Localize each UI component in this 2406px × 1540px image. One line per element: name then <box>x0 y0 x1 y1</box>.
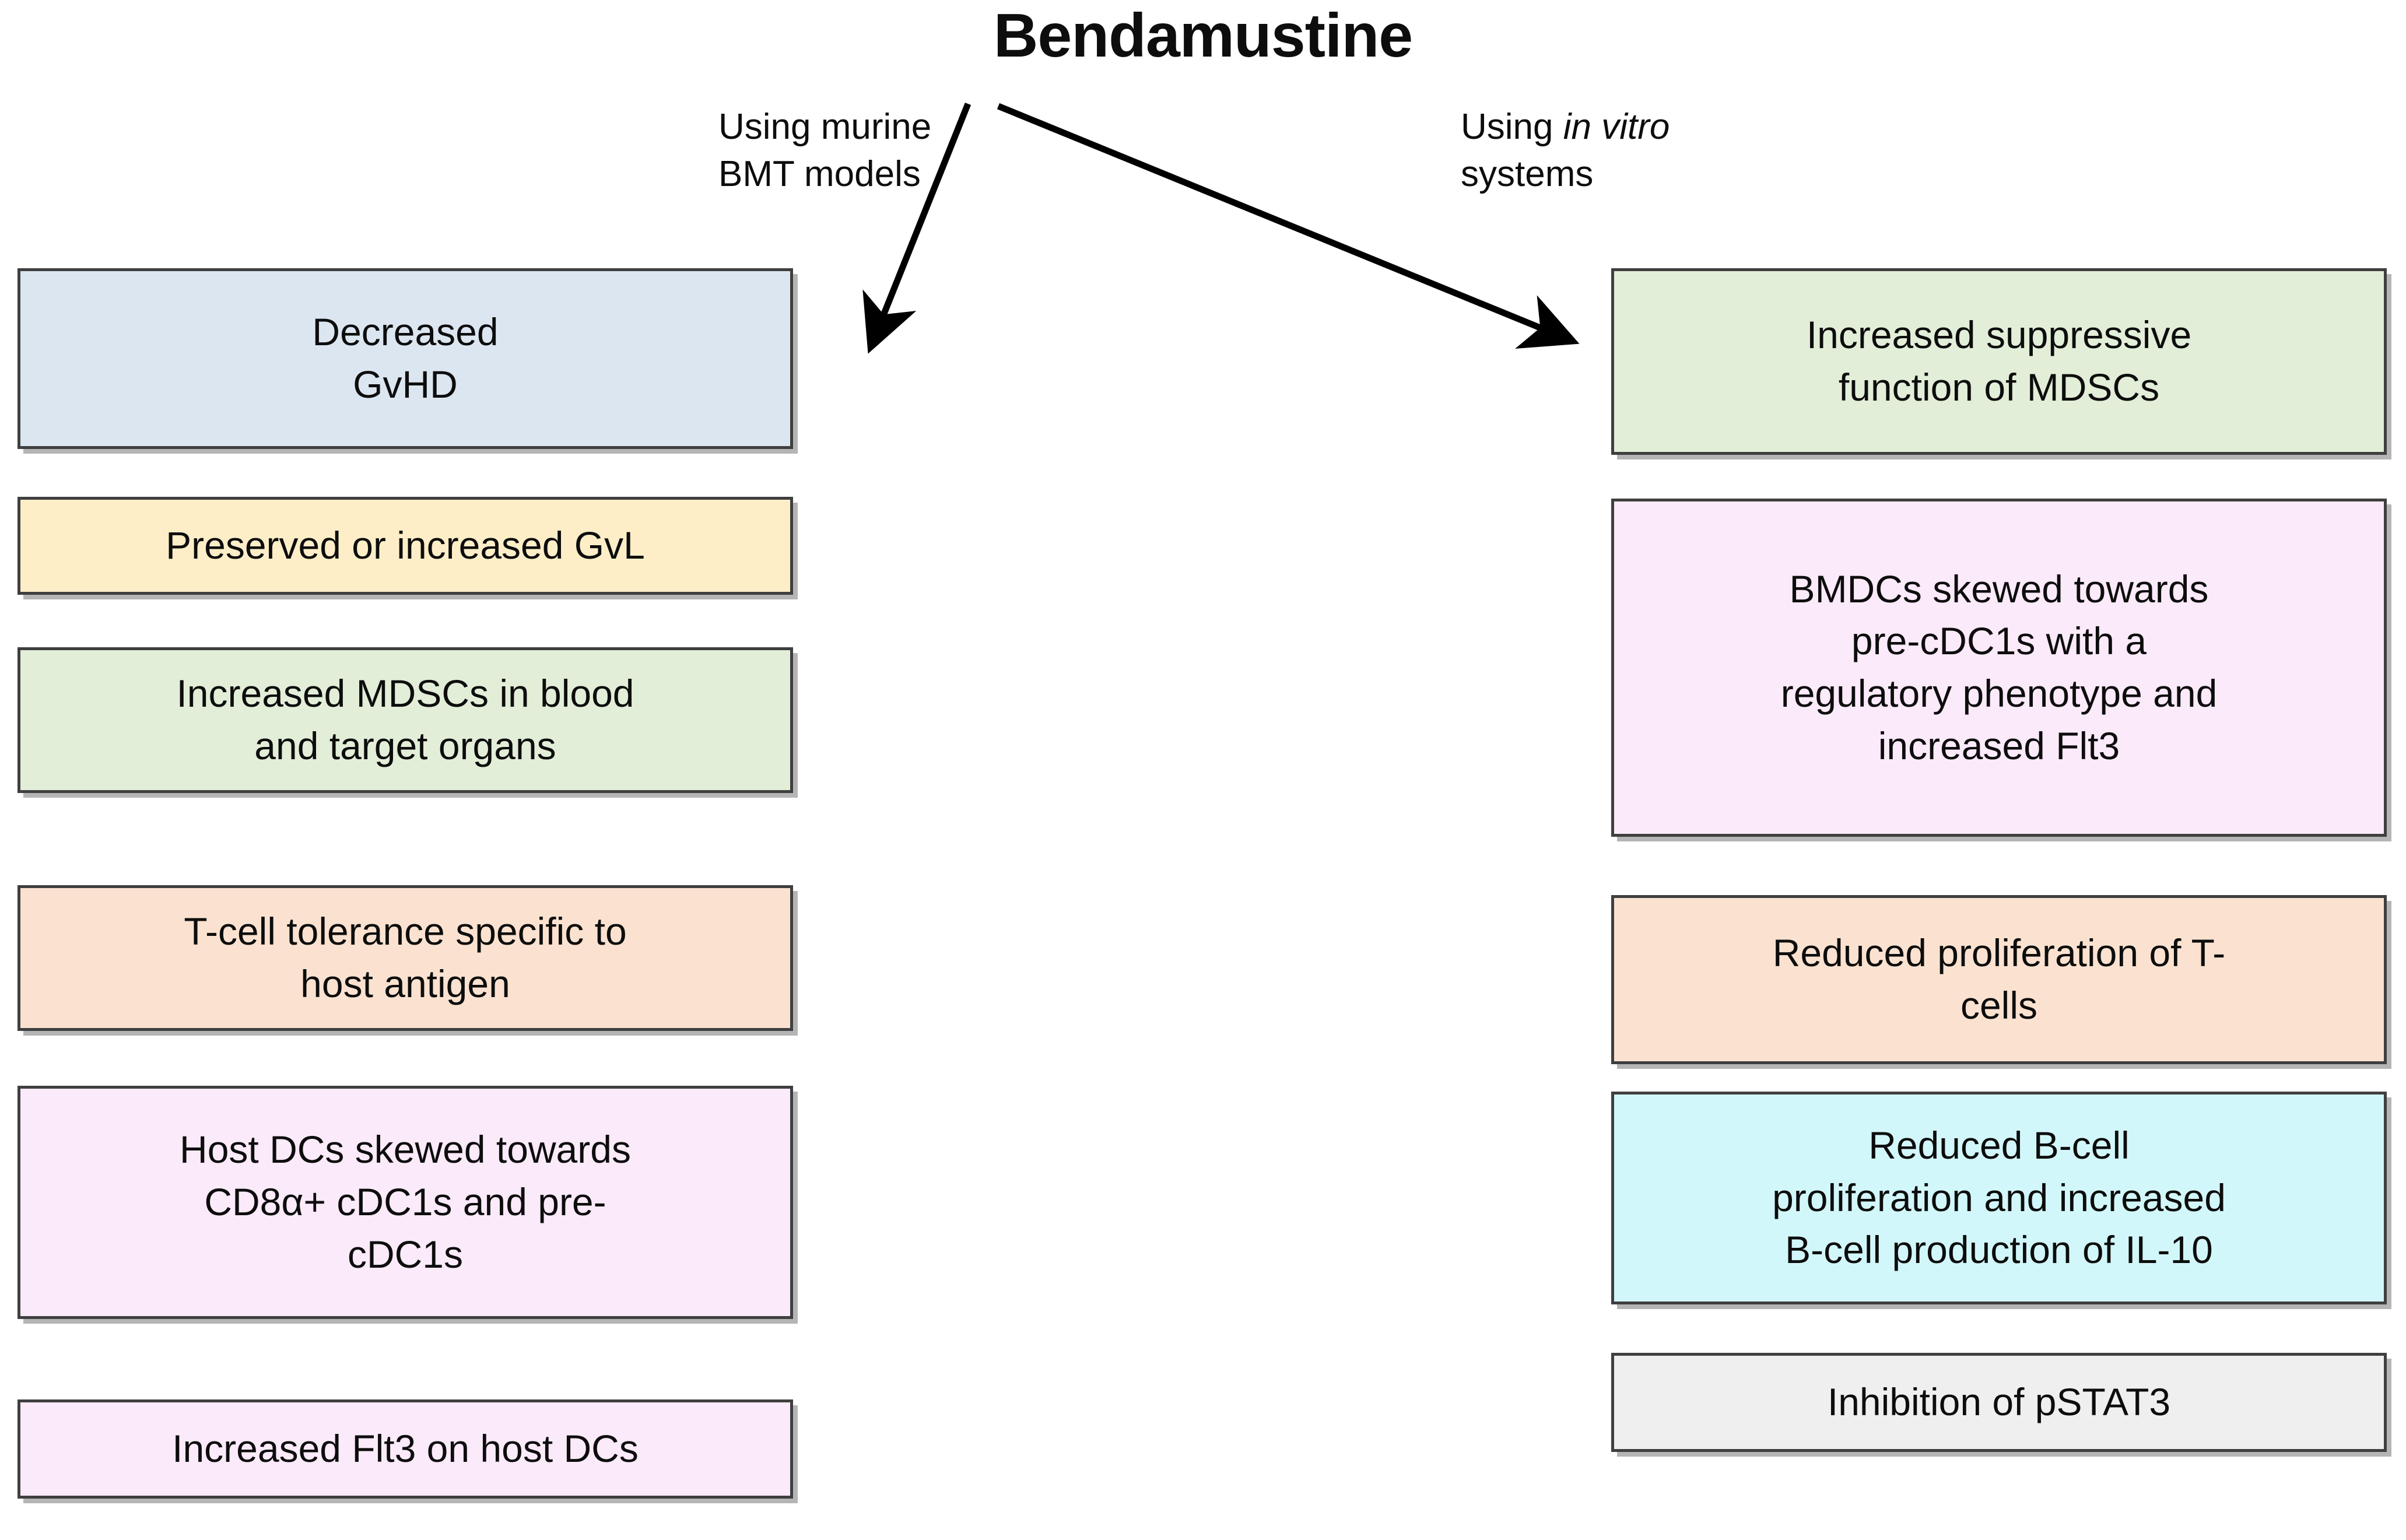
right-outcome-box-2: BMDCs skewed towards pre-cDC1s with a re… <box>1611 499 2387 837</box>
left-outcome-box-1: Decreased GvHD <box>17 268 793 449</box>
left-outcome-box-6: Increased Flt3 on host DCs <box>17 1399 793 1499</box>
arrow-label-murine: Using murine BMT models <box>718 107 932 194</box>
right-outcome-box-5: Inhibition of pSTAT3 <box>1611 1353 2387 1452</box>
left-outcome-box-2: Preserved or increased GvL <box>17 497 793 595</box>
arrow-label-in-vitro-line2: systems <box>1461 153 1594 194</box>
arrow-label-in-vitro: Using in vitro systems <box>1461 104 1670 198</box>
left-outcome-box-3: Increased MDSCs in blood and target orga… <box>17 647 793 793</box>
page-title: Bendamustine <box>993 1 1413 70</box>
left-outcome-box-4: T-cell tolerance specific to host antige… <box>17 885 793 1031</box>
arrow-label-in-vitro-prefix: Using <box>1461 107 1563 147</box>
left-outcome-box-5: Host DCs skewed towards CD8α+ cDC1s and … <box>17 1086 793 1319</box>
left-outcome-column: Decreased GvHD Preserved or increased GvL… <box>17 0 793 1540</box>
right-outcome-box-1: Increased suppressive function of MDSCs <box>1611 268 2387 455</box>
arrow-label-in-vitro-italic: in vitro <box>1563 107 1670 147</box>
right-outcome-box-3: Reduced proliferation of T- cells <box>1611 895 2387 1064</box>
right-outcome-box-4: Reduced B-cell proliferation and increas… <box>1611 1092 2387 1304</box>
